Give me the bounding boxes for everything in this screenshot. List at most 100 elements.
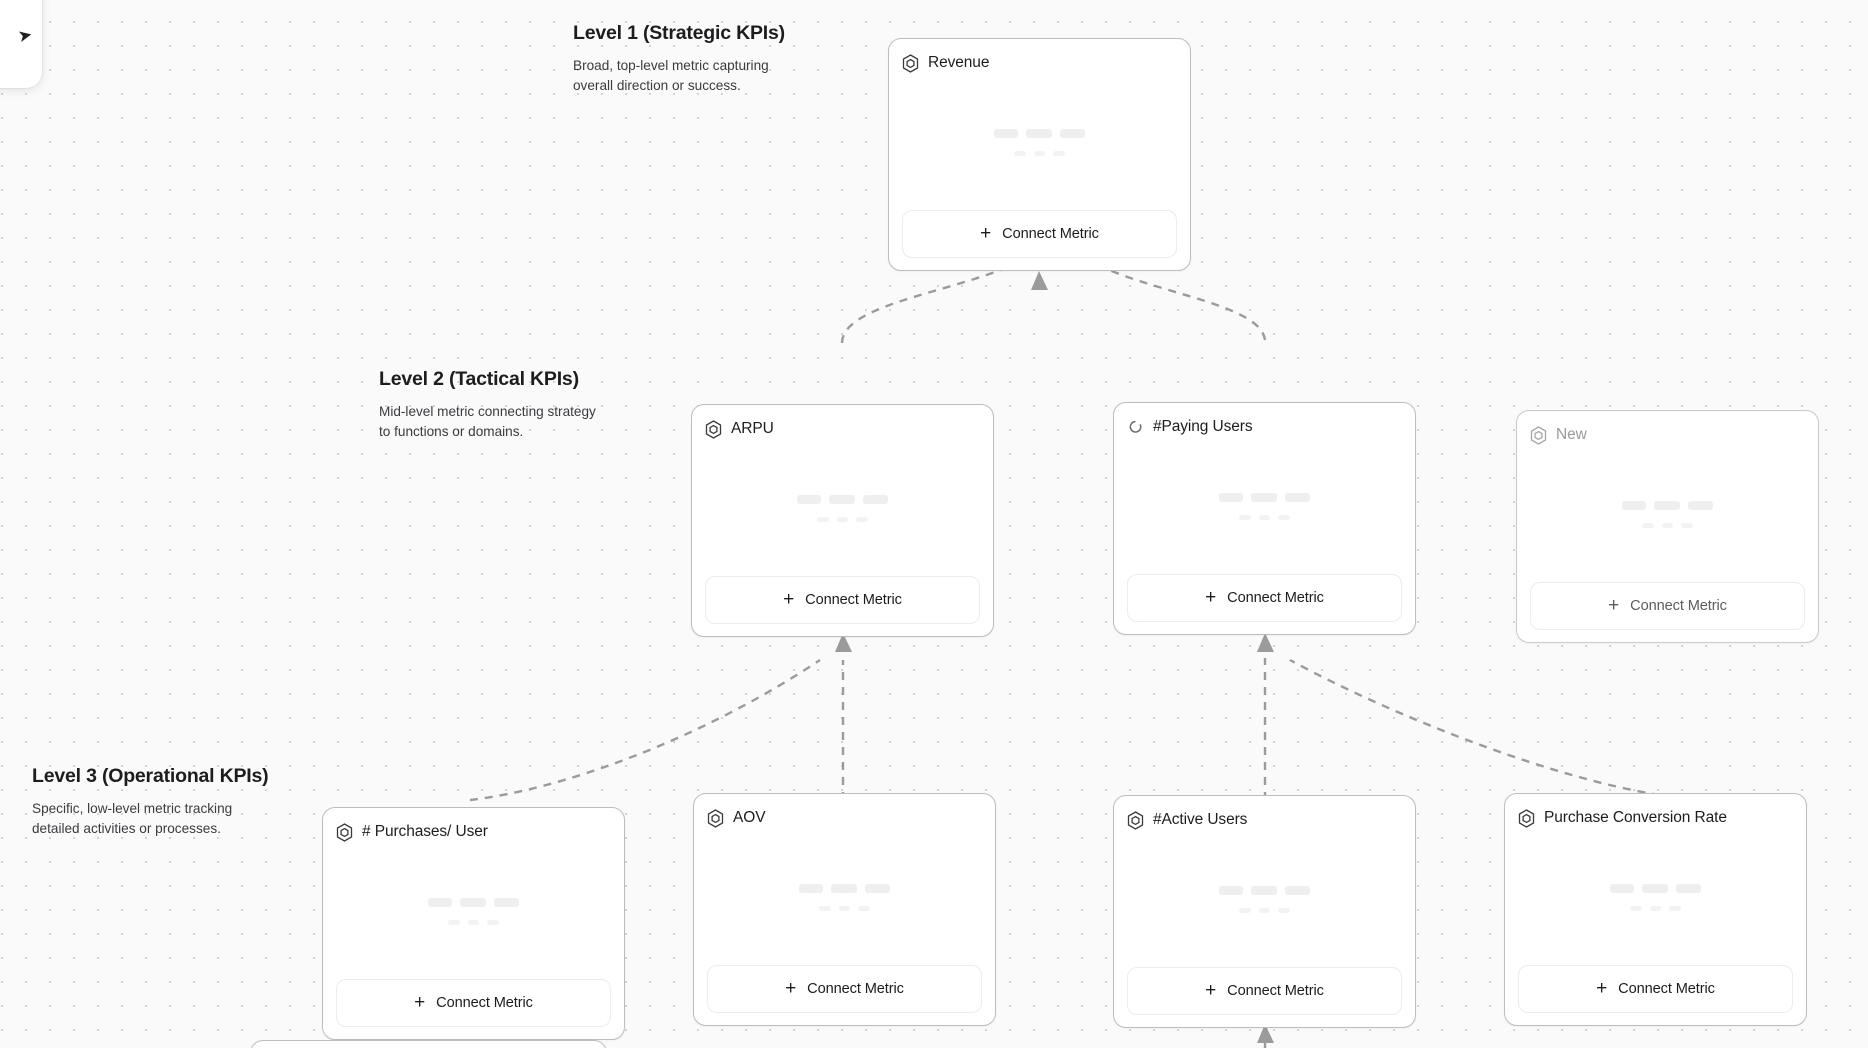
card-title: # Purchases/ User xyxy=(362,823,488,840)
card-title: #Paying Users xyxy=(1153,418,1253,435)
floating-toolbar-panel[interactable]: ➤ xyxy=(0,0,42,88)
level-2-description: Mid-level metric connecting strategy to … xyxy=(379,404,596,439)
connect-metric-label: Connect Metric xyxy=(1002,226,1099,242)
skeleton-bar xyxy=(1688,500,1713,510)
connect-metric-button-paying-users[interactable]: + Connect Metric xyxy=(1127,574,1402,622)
hexagon-metric-icon xyxy=(1127,810,1144,830)
connect-metric-button-revenue[interactable]: + Connect Metric xyxy=(902,210,1177,258)
connect-metric-button-purchases-per-user[interactable]: + Connect Metric xyxy=(336,979,611,1027)
skeleton-row-primary xyxy=(1610,883,1701,893)
skeleton-bar xyxy=(1669,905,1681,911)
card-title: AOV xyxy=(733,809,766,826)
edge-purchases-to-arpu xyxy=(469,659,821,802)
connect-metric-button-arpu[interactable]: + Connect Metric xyxy=(705,576,980,624)
metric-card-arpu[interactable]: ARPU + Connect Metric xyxy=(691,404,994,637)
plus-icon: + xyxy=(980,222,992,244)
skeleton-bar xyxy=(1676,883,1701,893)
skeleton-bar xyxy=(1239,514,1251,520)
skeleton-row-primary xyxy=(1622,500,1713,510)
card-title: Purchase Conversion Rate xyxy=(1544,809,1727,826)
skeleton-bar xyxy=(1259,907,1270,913)
skeleton-bar xyxy=(797,494,821,504)
skeleton-bar xyxy=(831,883,857,893)
card-placeholder-body xyxy=(705,440,980,576)
skeleton-bar xyxy=(1642,522,1654,528)
skeleton-bar xyxy=(1681,522,1693,528)
metric-card-purchases-per-user[interactable]: # Purchases/ User + Connect Metric xyxy=(322,807,625,1040)
connect-metric-button-purchase-conversion-rate[interactable]: + Connect Metric xyxy=(1518,965,1793,1013)
skeleton-row-primary xyxy=(1219,492,1310,502)
hexagon-metric-icon xyxy=(902,53,919,73)
connect-metric-button-new[interactable]: + Connect Metric xyxy=(1530,582,1805,630)
metric-card-new[interactable]: New + Connect Metric xyxy=(1516,410,1819,643)
skeleton-bar xyxy=(1610,883,1634,893)
skeleton-bar xyxy=(468,919,479,925)
connect-metric-label: Connect Metric xyxy=(807,981,904,997)
metric-card-active-users[interactable]: #Active Users + Connect Metric xyxy=(1113,795,1416,1028)
card-title: Revenue xyxy=(928,54,990,71)
card-header: AOV xyxy=(707,807,982,829)
connect-metric-label: Connect Metric xyxy=(1227,590,1324,606)
skeleton-bar xyxy=(460,897,486,907)
skeleton-bar xyxy=(1622,500,1646,510)
connect-metric-label: Connect Metric xyxy=(436,995,533,1011)
skeleton-bar xyxy=(1654,500,1680,510)
card-header: ARPU xyxy=(705,418,980,440)
card-header: # Purchases/ User xyxy=(336,821,611,843)
cursor-arrow-icon[interactable]: ➤ xyxy=(15,24,34,46)
skeleton-bar xyxy=(1662,522,1673,528)
hexagon-metric-icon xyxy=(336,822,353,842)
skeleton-row-primary xyxy=(799,883,890,893)
skeleton-bar xyxy=(1278,907,1290,913)
connect-metric-label: Connect Metric xyxy=(1630,598,1727,614)
plus-icon: + xyxy=(1596,977,1608,999)
plus-icon: + xyxy=(414,991,426,1013)
connect-metric-button-active-users[interactable]: + Connect Metric xyxy=(1127,967,1402,1015)
skeleton-bar xyxy=(1060,128,1085,138)
metric-card-aov[interactable]: AOV + Connect Metric xyxy=(693,793,996,1026)
level-3-label-group: Level 3 (Operational KPIs) Specific, low… xyxy=(32,765,269,839)
card-placeholder-body xyxy=(902,74,1177,210)
skeleton-row-secondary xyxy=(1239,514,1290,520)
metric-card-partial-bottom[interactable] xyxy=(250,1040,607,1048)
skeleton-bar xyxy=(819,905,831,911)
card-header: #Active Users xyxy=(1127,809,1402,831)
skeleton-bar xyxy=(1026,128,1052,138)
skeleton-bar xyxy=(1034,150,1045,156)
card-placeholder-body xyxy=(1127,831,1402,967)
skeleton-bar xyxy=(1642,883,1668,893)
skeleton-bar xyxy=(1285,492,1310,502)
level-3-description: Specific, low-level metric tracking deta… xyxy=(32,801,233,836)
card-placeholder-body xyxy=(707,829,982,965)
skeleton-bar xyxy=(1053,150,1065,156)
metric-card-revenue[interactable]: Revenue + Connect Metric xyxy=(888,38,1191,271)
skeleton-bar xyxy=(448,919,460,925)
hexagon-metric-icon xyxy=(705,419,722,439)
hexagon-metric-icon xyxy=(707,808,724,828)
skeleton-bar xyxy=(494,897,519,907)
card-header: #Paying Users xyxy=(1127,416,1402,438)
card-header: Revenue xyxy=(902,52,1177,74)
arrowhead-paying-users xyxy=(1257,633,1274,652)
skeleton-bar xyxy=(1650,905,1661,911)
connect-metric-label: Connect Metric xyxy=(1227,983,1324,999)
card-header: New xyxy=(1530,424,1805,446)
skeleton-bar xyxy=(1251,492,1277,502)
connect-metric-button-aov[interactable]: + Connect Metric xyxy=(707,965,982,1013)
skeleton-row-primary xyxy=(1219,885,1310,895)
skeleton-row-secondary xyxy=(1014,150,1065,156)
skeleton-bar xyxy=(837,516,848,522)
skeleton-bar xyxy=(1014,150,1026,156)
skeleton-row-secondary xyxy=(1239,907,1290,913)
skeleton-bar xyxy=(856,516,868,522)
metric-card-paying-users[interactable]: #Paying Users + Connect Metric xyxy=(1113,402,1416,635)
skeleton-row-primary xyxy=(428,897,519,907)
skeleton-row-primary xyxy=(797,494,888,504)
loading-spinner-icon xyxy=(1129,420,1142,433)
level-1-label-group: Level 1 (Strategic KPIs) Broad, top-leve… xyxy=(573,22,791,96)
skeleton-row-secondary xyxy=(1642,522,1693,528)
metric-card-purchase-conversion-rate[interactable]: Purchase Conversion Rate + Connect Metri… xyxy=(1504,793,1807,1026)
plus-icon: + xyxy=(1608,594,1620,616)
connect-metric-label: Connect Metric xyxy=(1618,981,1715,997)
